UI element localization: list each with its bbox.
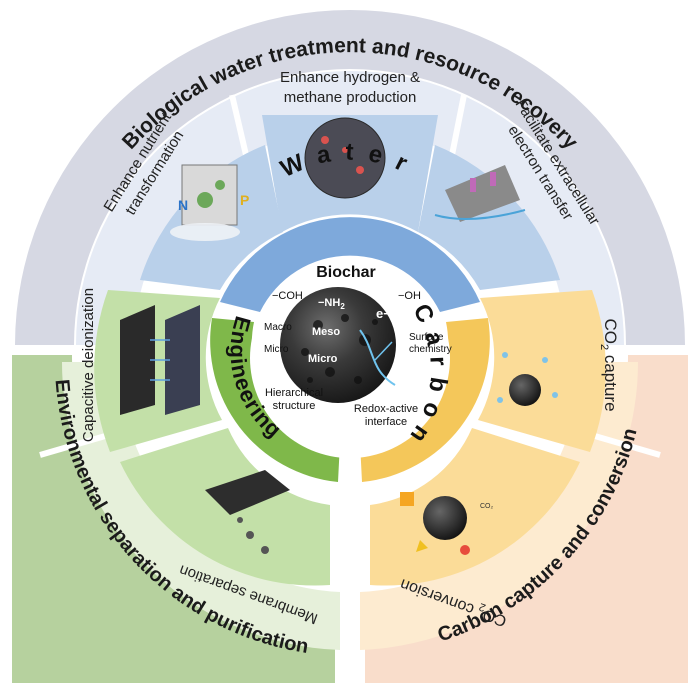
core-micro-center: Micro (308, 353, 338, 365)
middle-ring-left (61, 362, 341, 650)
core-surface-line1: Surface (409, 332, 444, 343)
core-redox-line1: Redox-active (354, 403, 418, 415)
core-nh2: −NH2 (318, 297, 345, 311)
core-macro: Macro (264, 322, 292, 333)
middle-ring-top (76, 71, 624, 345)
core-micro-left: Micro (264, 344, 289, 355)
label-hydrogen-line2: methane production (284, 89, 417, 106)
electron-path (359, 329, 396, 386)
water-segment (220, 217, 480, 312)
membrane-sheet-icon (205, 470, 290, 554)
nutrient-cube-icon: N P (170, 164, 249, 241)
panel-capacitive-deionization (94, 290, 222, 452)
label-capacitive-deionization: Capacitive deionization (80, 288, 97, 442)
core-title: Biochar (316, 264, 376, 281)
electron-transfer-icon (434, 165, 526, 222)
co2-capture-icon (497, 352, 558, 406)
electrode-plates-icon (120, 305, 200, 415)
nitrogen-label: N (178, 197, 188, 213)
outer-ring-right-segment (365, 355, 688, 683)
co2-molecule-label: CO₂ (480, 503, 494, 510)
co2-conversion-icon: CO₂ (400, 492, 494, 555)
core-electron: e− (376, 306, 391, 321)
core-meso: Meso (312, 326, 340, 338)
core-coh: −COH (272, 290, 303, 302)
core-oh: −OH (398, 290, 421, 302)
biochar-sphere (280, 287, 396, 403)
electron-branch (374, 341, 393, 361)
label-co2-capture: CO2 capture (598, 318, 620, 411)
core-redox-line2: interface (365, 416, 407, 428)
phosphorus-label: P (240, 192, 249, 208)
middle-ring-right (360, 362, 639, 650)
core-hierarchical-line1: Hierarchical (265, 387, 323, 399)
graphene-sphere-icon (304, 117, 386, 199)
core-surface-line2: chemistry (409, 344, 452, 355)
panel-co2-capture (478, 290, 606, 452)
label-hydrogen-line1: Enhance hydrogen & (280, 69, 420, 86)
outer-ring-top-segment (15, 10, 685, 345)
core-hierarchical-line2: structure (273, 400, 316, 412)
